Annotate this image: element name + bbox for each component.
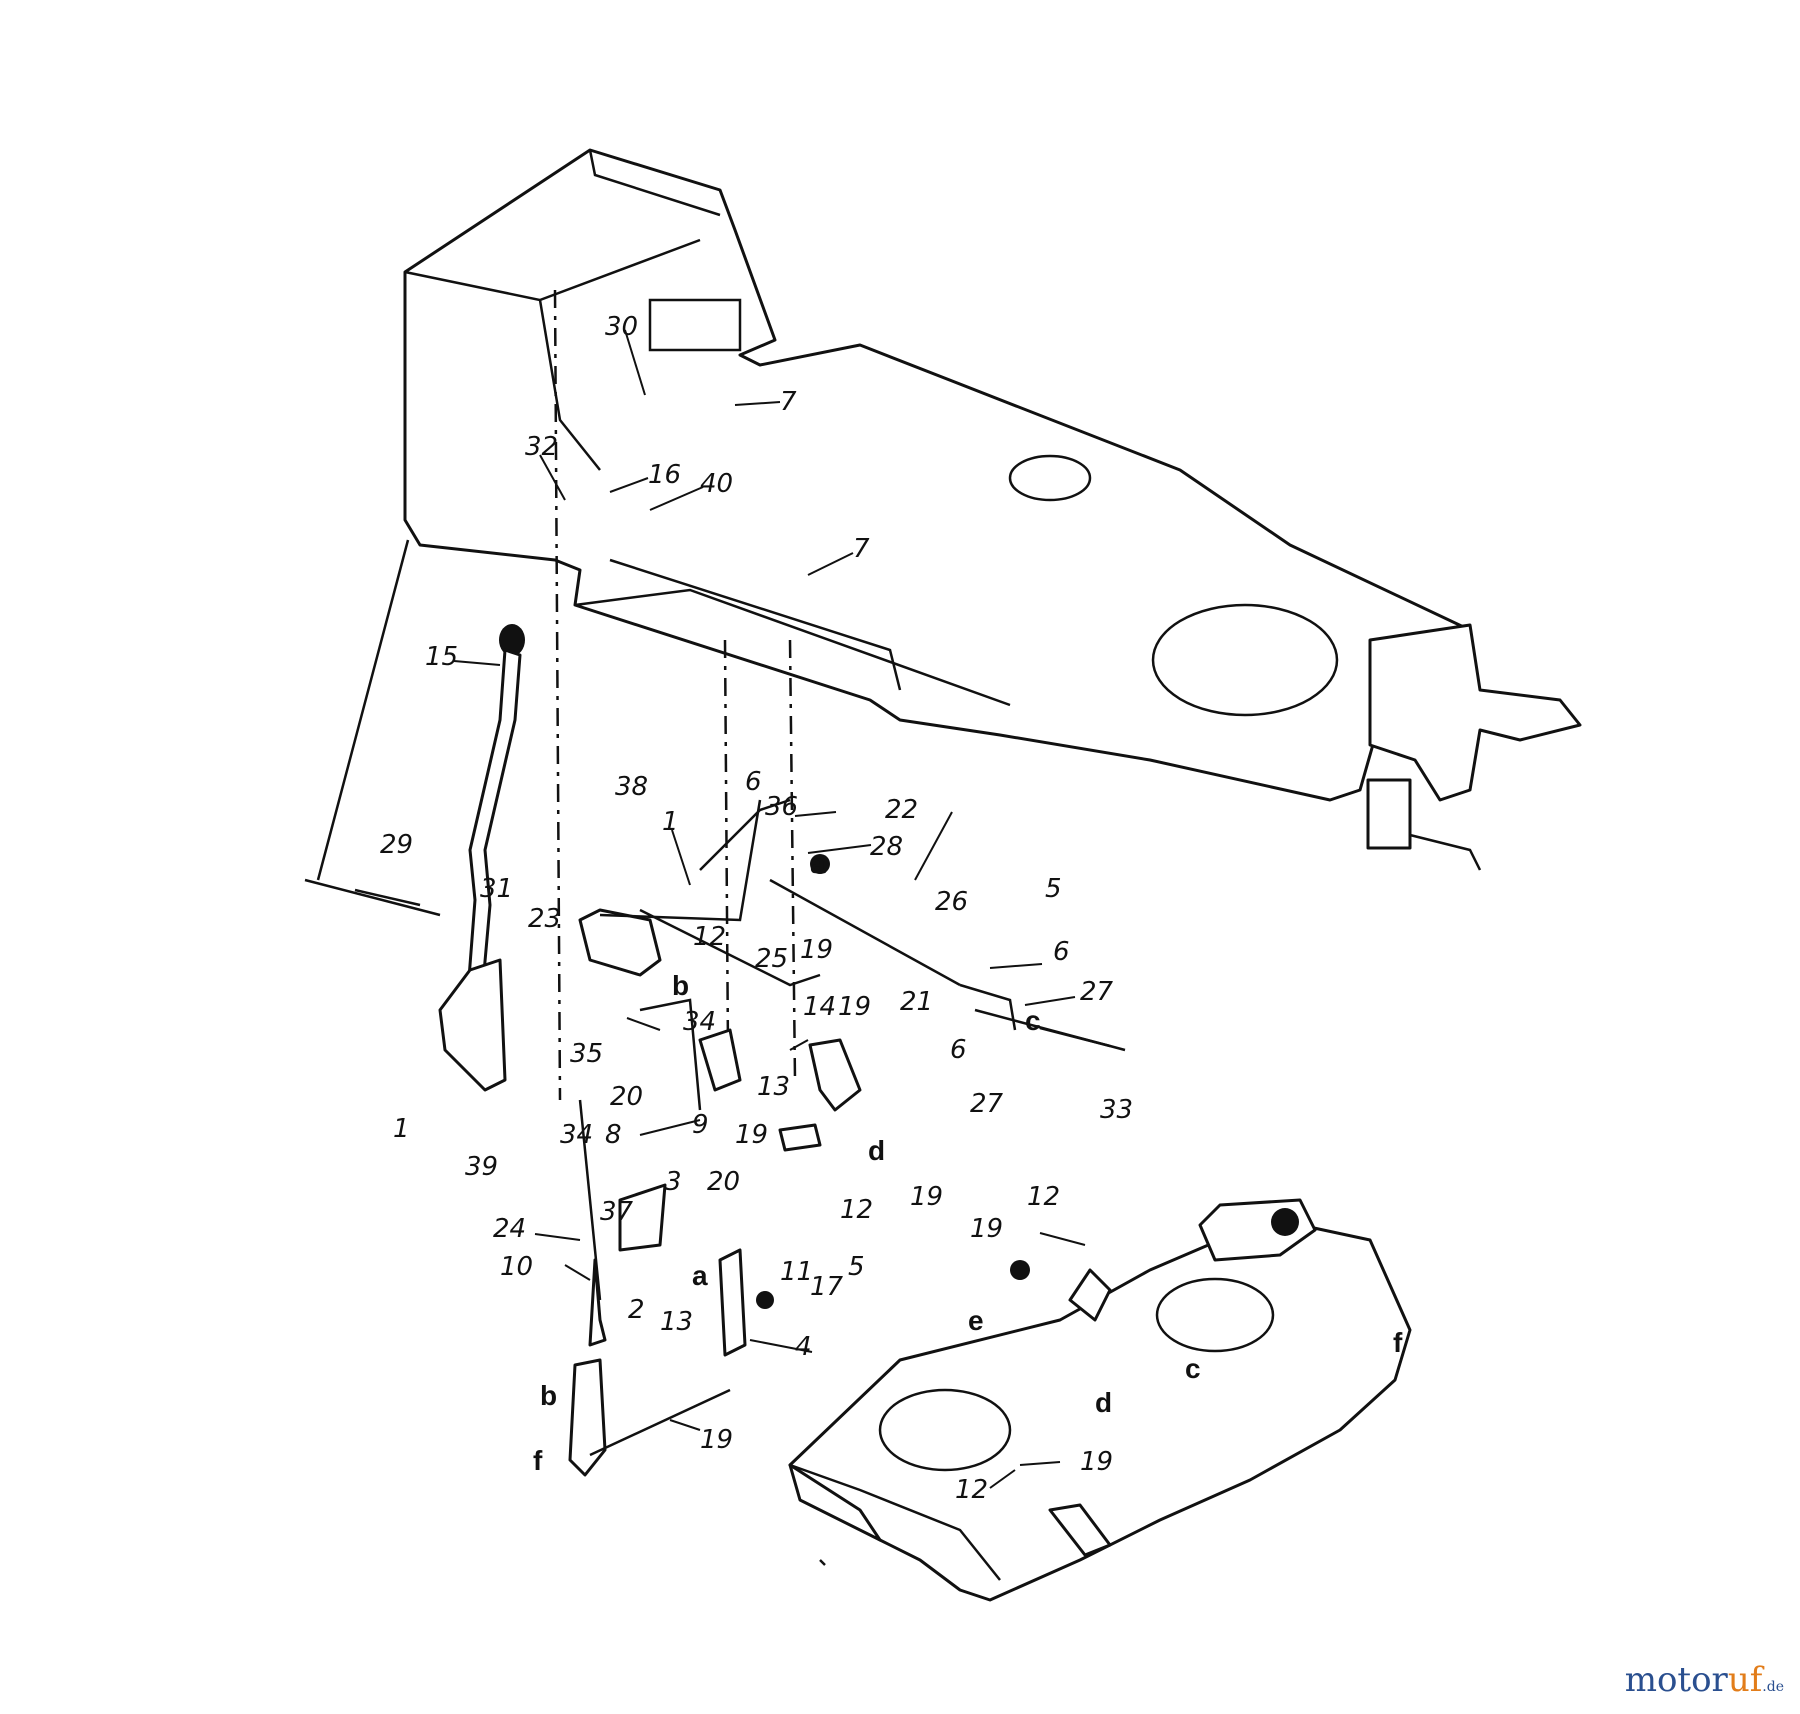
callout-10: 10 (500, 1252, 533, 1282)
watermark-accent: uf (1727, 1660, 1763, 1700)
callout-13: 13 (757, 1072, 790, 1102)
small-opening (1008, 454, 1092, 502)
callout-20: 20 (707, 1167, 740, 1197)
callout-3: 3 (665, 1167, 682, 1197)
callout-40: 40 (700, 469, 733, 499)
callout-9: 9 (692, 1110, 709, 1140)
callout-12: 12 (693, 922, 726, 952)
callout-19: 19 (735, 1120, 768, 1150)
callout-27: 27 (1080, 977, 1114, 1007)
callout-34: 34 (683, 1007, 716, 1037)
connector-dots (756, 854, 1030, 1309)
letter-a: a (810, 848, 826, 879)
letter-c: c (1185, 1353, 1201, 1384)
callout-29: 29 (380, 830, 413, 860)
letter-d: d (1095, 1387, 1112, 1418)
callout-6: 6 (745, 767, 762, 797)
callout-19: 19 (970, 1214, 1003, 1244)
letter-d: d (868, 1135, 885, 1166)
callout-5: 5 (1045, 874, 1062, 904)
callout-19: 19 (910, 1182, 943, 1212)
callout-13: 13 (660, 1307, 693, 1337)
callout-17: 17 (810, 1272, 844, 1302)
deck-spindle-right (1155, 1277, 1275, 1353)
callout-38: 38 (615, 772, 648, 802)
callout-21: 21 (900, 987, 933, 1017)
part-callouts: 30 7 32 16 40 7 15 38 6 36 22 28 1 29 31… (380, 312, 1133, 1505)
callout-16: 16 (648, 460, 681, 490)
letter-b: b (540, 1380, 557, 1411)
callout-30: 30 (605, 312, 638, 342)
callout-7: 7 (853, 534, 870, 564)
callout-14: 14 (803, 992, 836, 1022)
callout-31: 31 (480, 874, 513, 904)
callout-27: 27 (970, 1089, 1004, 1119)
callout-8: 8 (605, 1120, 622, 1150)
letter-c: c (1025, 1005, 1041, 1036)
callout-34: 34 (560, 1120, 593, 1150)
callout-36: 36 (765, 792, 798, 822)
watermark-main: motor (1624, 1660, 1728, 1700)
lever-knob (499, 624, 525, 656)
callout-15: 15 (425, 642, 458, 672)
callout-23: 23 (528, 904, 561, 934)
callout-25: 25 (755, 944, 788, 974)
chassis-frame (403, 148, 1582, 1101)
callout-20: 20 (610, 1082, 643, 1112)
deck-spindle-left (878, 1388, 1012, 1472)
callout-22: 22 (885, 795, 918, 825)
callout-35: 35 (570, 1039, 603, 1069)
callout-12: 12 (955, 1475, 988, 1505)
leader-lines (453, 329, 1086, 1489)
callout-24: 24 (493, 1214, 526, 1244)
callout-19: 19 (700, 1425, 733, 1455)
letter-b: b (672, 970, 689, 1001)
callout-6: 6 (1053, 937, 1070, 967)
letter-a: a (692, 1260, 708, 1291)
mower-deck (788, 1198, 1412, 1602)
callout-33: 33 (1100, 1095, 1133, 1125)
linkage-assembly (568, 798, 1017, 1566)
callout-6: 6 (950, 1035, 967, 1065)
watermark-suffix: .de (1762, 1679, 1784, 1695)
callout-28: 28 (870, 832, 903, 862)
callout-4: 4 (795, 1332, 812, 1362)
callout-12: 12 (1027, 1182, 1060, 1212)
callout-12: 12 (840, 1195, 873, 1225)
large-opening (1151, 603, 1339, 717)
callout-39: 39 (465, 1152, 498, 1182)
callout-1: 1 (662, 807, 679, 837)
callout-19: 19 (1080, 1447, 1113, 1477)
callout-2: 2 (628, 1295, 645, 1325)
callout-32: 32 (525, 432, 558, 462)
lift-lever (304, 539, 1126, 1092)
callout-5: 5 (848, 1252, 865, 1282)
callout-19: 19 (838, 992, 871, 1022)
letter-f: f (1393, 1327, 1403, 1358)
callout-1: 1 (393, 1114, 410, 1144)
callout-7: 7 (780, 387, 797, 417)
callout-19: 19 (800, 935, 833, 965)
letter-f: f (533, 1445, 543, 1476)
callout-26: 26 (935, 887, 968, 917)
watermark-logo: motoruf.de (1625, 1660, 1784, 1700)
connection-letters: a a b b c c d d e f f (533, 848, 1403, 1476)
callout-11: 11 (780, 1257, 813, 1287)
letter-e: e (968, 1305, 984, 1336)
callout-37: 37 (600, 1197, 634, 1227)
